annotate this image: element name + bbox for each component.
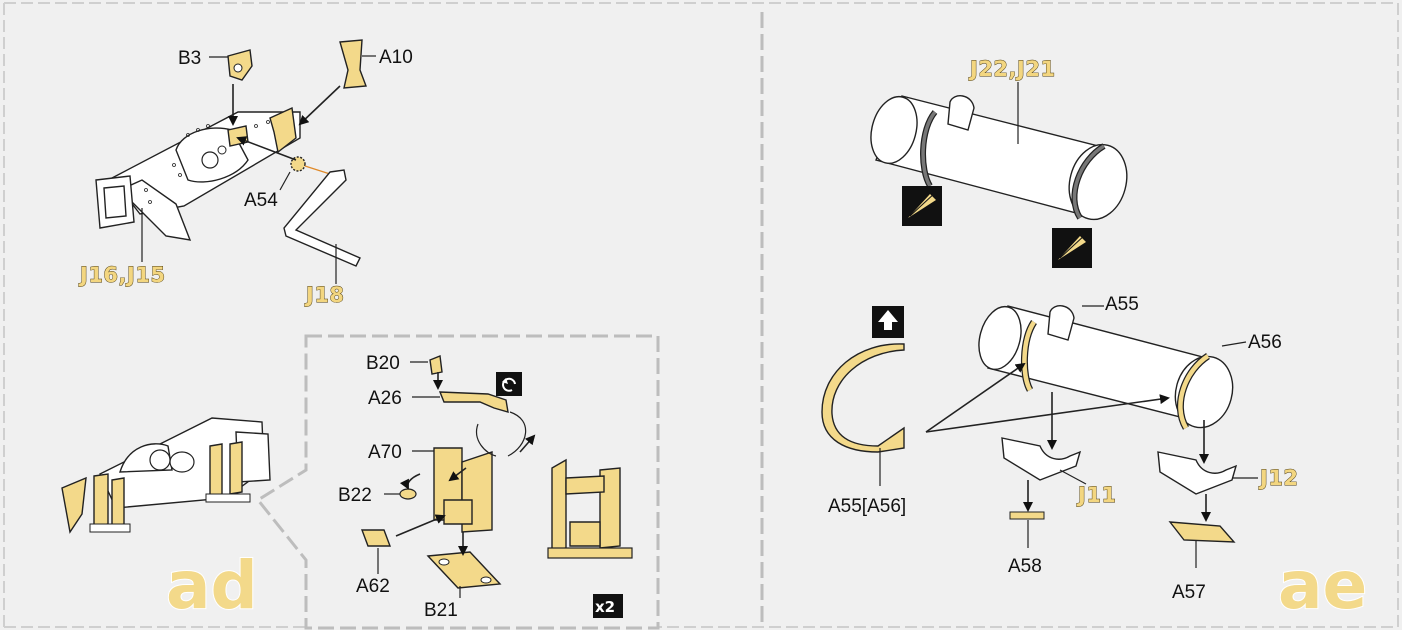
part-j11 — [1001, 437, 1082, 481]
label-a55: A55 — [1105, 294, 1139, 315]
label-a70: A70 — [368, 442, 402, 463]
part-a55-strap — [821, 343, 905, 453]
frame — [3, 2, 1399, 628]
rotate-icon — [496, 372, 522, 396]
part-a26 — [438, 391, 509, 413]
label-b20: B20 — [366, 353, 400, 374]
label-a58: A58 — [1008, 556, 1042, 577]
part-a62 — [360, 529, 392, 547]
label-b3: B3 — [178, 48, 201, 69]
detail-exploded: B20 A26 A70 B22 A62 B21 — [338, 353, 633, 621]
panel-ae: J22,J21 A55 A56 A55[A56] — [821, 57, 1368, 625]
label-j12: J12 — [1258, 466, 1299, 490]
label-a26: A26 — [368, 388, 402, 409]
tank-top — [870, 95, 1128, 221]
panel-ad: B3 A10 A54 J18 J16,J15 — [61, 39, 660, 630]
assembled-view — [61, 417, 271, 534]
label-j22-j21: J22,J21 — [968, 57, 1056, 81]
part-a57 — [1168, 521, 1236, 543]
tank-bottom — [978, 305, 1234, 430]
part-b20 — [429, 355, 443, 375]
label-a57: A57 — [1172, 582, 1206, 603]
chassis-frame — [110, 111, 301, 241]
label-j16-j15: J16,J15 — [78, 263, 166, 287]
part-j12 — [1157, 451, 1238, 495]
label-j11: J11 — [1076, 483, 1117, 507]
part-a54 — [290, 156, 306, 172]
label-a10: A10 — [379, 47, 413, 68]
label-a62: A62 — [356, 576, 390, 597]
label-a56: A56 — [1248, 332, 1282, 353]
part-j18 — [283, 169, 361, 267]
step-label-ad: ad — [166, 547, 258, 624]
bumper-bracket — [95, 175, 135, 229]
label-a54: A54 — [244, 190, 278, 211]
part-a10 — [339, 39, 367, 89]
multiplier-text: x2 — [595, 598, 615, 616]
part-a58 — [1009, 511, 1045, 520]
part-b22 — [399, 488, 417, 500]
label-b21: B21 — [424, 600, 458, 621]
label-b22: B22 — [338, 485, 372, 506]
multiplier-badge — [593, 594, 623, 618]
step-label-ae: ae — [1278, 547, 1367, 624]
label-j18: J18 — [304, 283, 345, 307]
label-a55-a56: A55[A56] — [828, 496, 906, 517]
